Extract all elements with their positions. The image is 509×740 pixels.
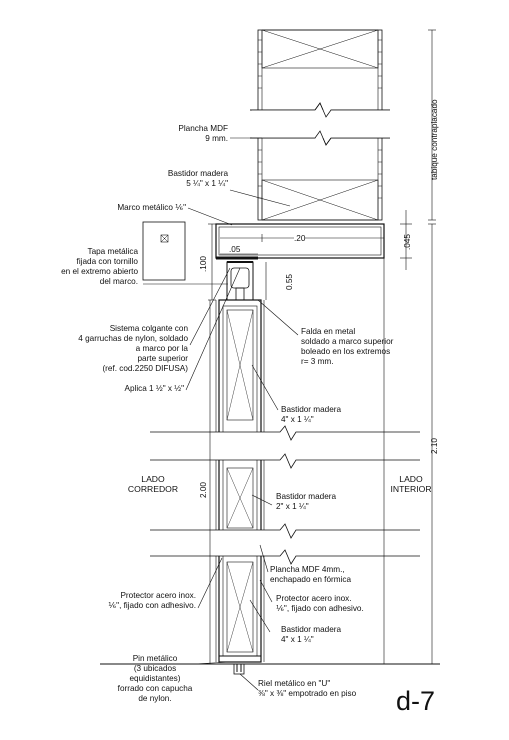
break-lines (150, 425, 420, 565)
door-leaf (215, 299, 265, 663)
dim-20: .20 (294, 234, 306, 244)
label-protector-left: Protector acero inox.⅙", fijado con adhe… (108, 591, 196, 610)
tabique-upper (250, 29, 390, 221)
leader-lines (185, 137, 299, 691)
label-aplica: Aplica 1 ½" x ½" (124, 384, 184, 393)
dim-210: 2.10 (430, 438, 439, 454)
dim-045: .045 (403, 234, 412, 250)
dim-100: .100 (199, 256, 208, 272)
label-protector-right: Protector acero inox.⅙", fijado con adhe… (276, 594, 364, 613)
label-pin-metalico: Pin metálico(3 ubicados equidistantes)fo… (117, 654, 193, 703)
sistema-colgante (226, 261, 254, 301)
tapa-metalica-detail (142, 221, 228, 285)
label-riel: Riel metálico en "U"⅜" x ⅜" empotrado en… (258, 679, 357, 698)
tabique-label: tabique contraplacado (430, 99, 439, 180)
riel-piso (100, 663, 440, 675)
label-plancha-4mm: Plancha MDF 4mm.,enchapado en fórmica (270, 565, 352, 584)
marco-metalico (215, 223, 385, 260)
label-marco-metalico: Marco metálico ⅙" (117, 203, 186, 212)
dim-055: 0.55 (285, 274, 294, 290)
detail-number: d-7 (396, 686, 436, 716)
dim-200: 2.00 (199, 482, 208, 498)
dim-05: .05 (229, 245, 241, 254)
